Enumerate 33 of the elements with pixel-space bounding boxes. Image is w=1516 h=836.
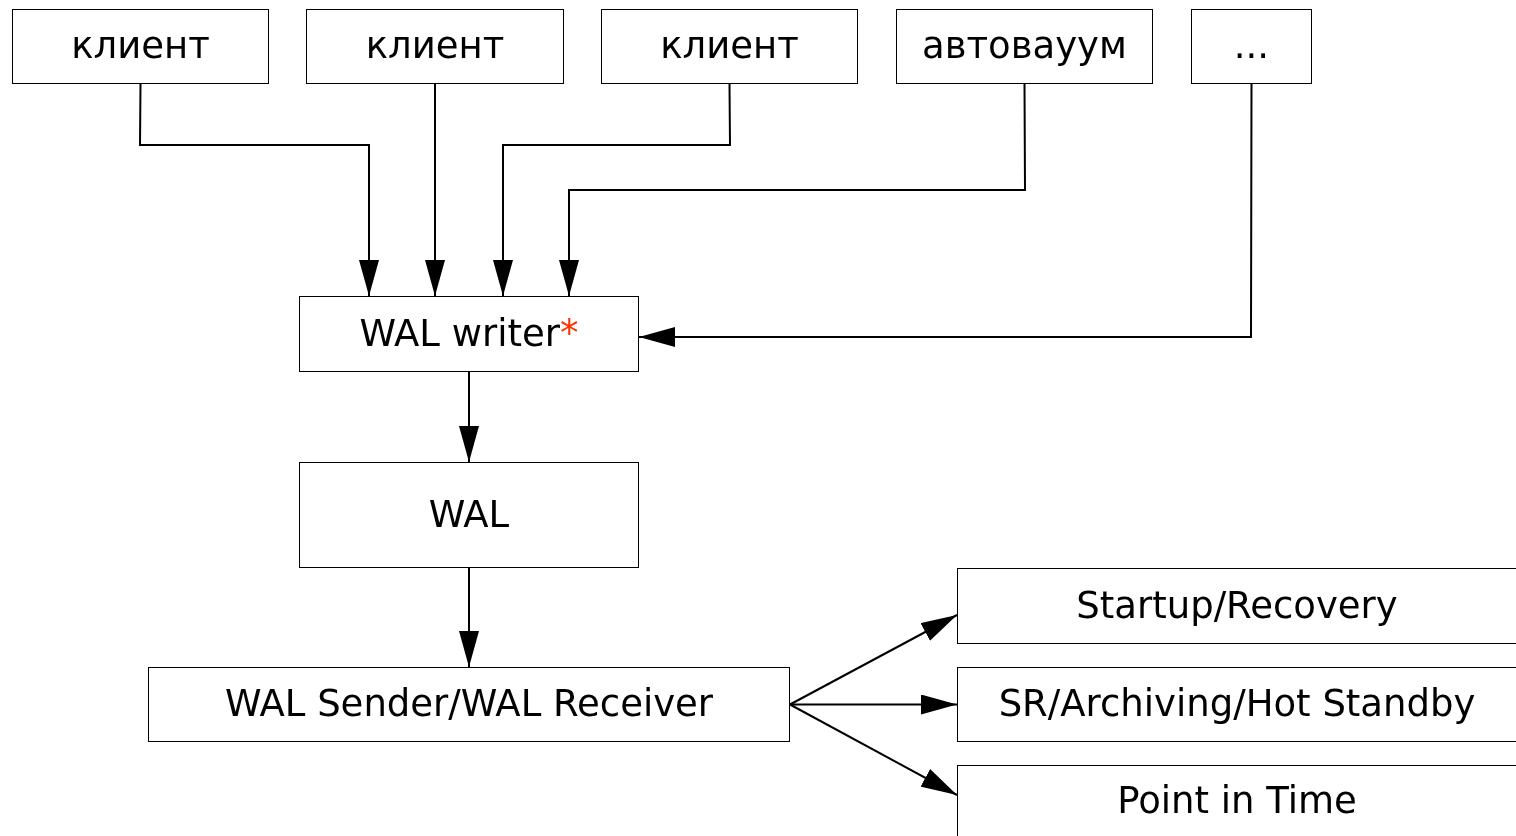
process-box <box>12 9 269 84</box>
arrow <box>139 83 379 297</box>
arrow <box>459 371 479 463</box>
box-label: WAL <box>428 494 510 536</box>
arrow <box>459 567 479 668</box>
process-box <box>306 9 564 84</box>
footnote-mark: * <box>560 313 579 355</box>
box-label: клиент <box>71 26 210 67</box>
arrow <box>425 83 445 297</box>
arrow <box>789 694 958 715</box>
arrow <box>638 83 1253 347</box>
process-box <box>957 765 1516 836</box>
box-label: SR/Archiving/Hot Standby <box>998 684 1476 725</box>
process-box <box>957 568 1516 644</box>
box-label: клиент <box>660 26 799 67</box>
box-label: Startup/Recovery <box>1076 585 1398 627</box>
arrow <box>559 83 1026 297</box>
box-label: клиент <box>365 26 505 67</box>
box-label: автовауум <box>922 26 1127 67</box>
box-label: WAL writer <box>359 313 560 355</box>
process-box <box>148 667 790 742</box>
arrow <box>493 83 731 297</box>
arrow <box>789 703 958 796</box>
process-box <box>896 9 1153 84</box>
box-label: Point in Time <box>1117 780 1357 822</box>
box-label: WAL Sender/WAL Receiver <box>224 684 714 725</box>
arrow <box>789 614 958 706</box>
process-box <box>1191 9 1312 84</box>
process-box <box>299 462 639 568</box>
box-label: ... <box>1233 26 1270 67</box>
process-box <box>299 296 639 372</box>
process-box <box>957 667 1516 742</box>
process-box <box>601 9 858 84</box>
